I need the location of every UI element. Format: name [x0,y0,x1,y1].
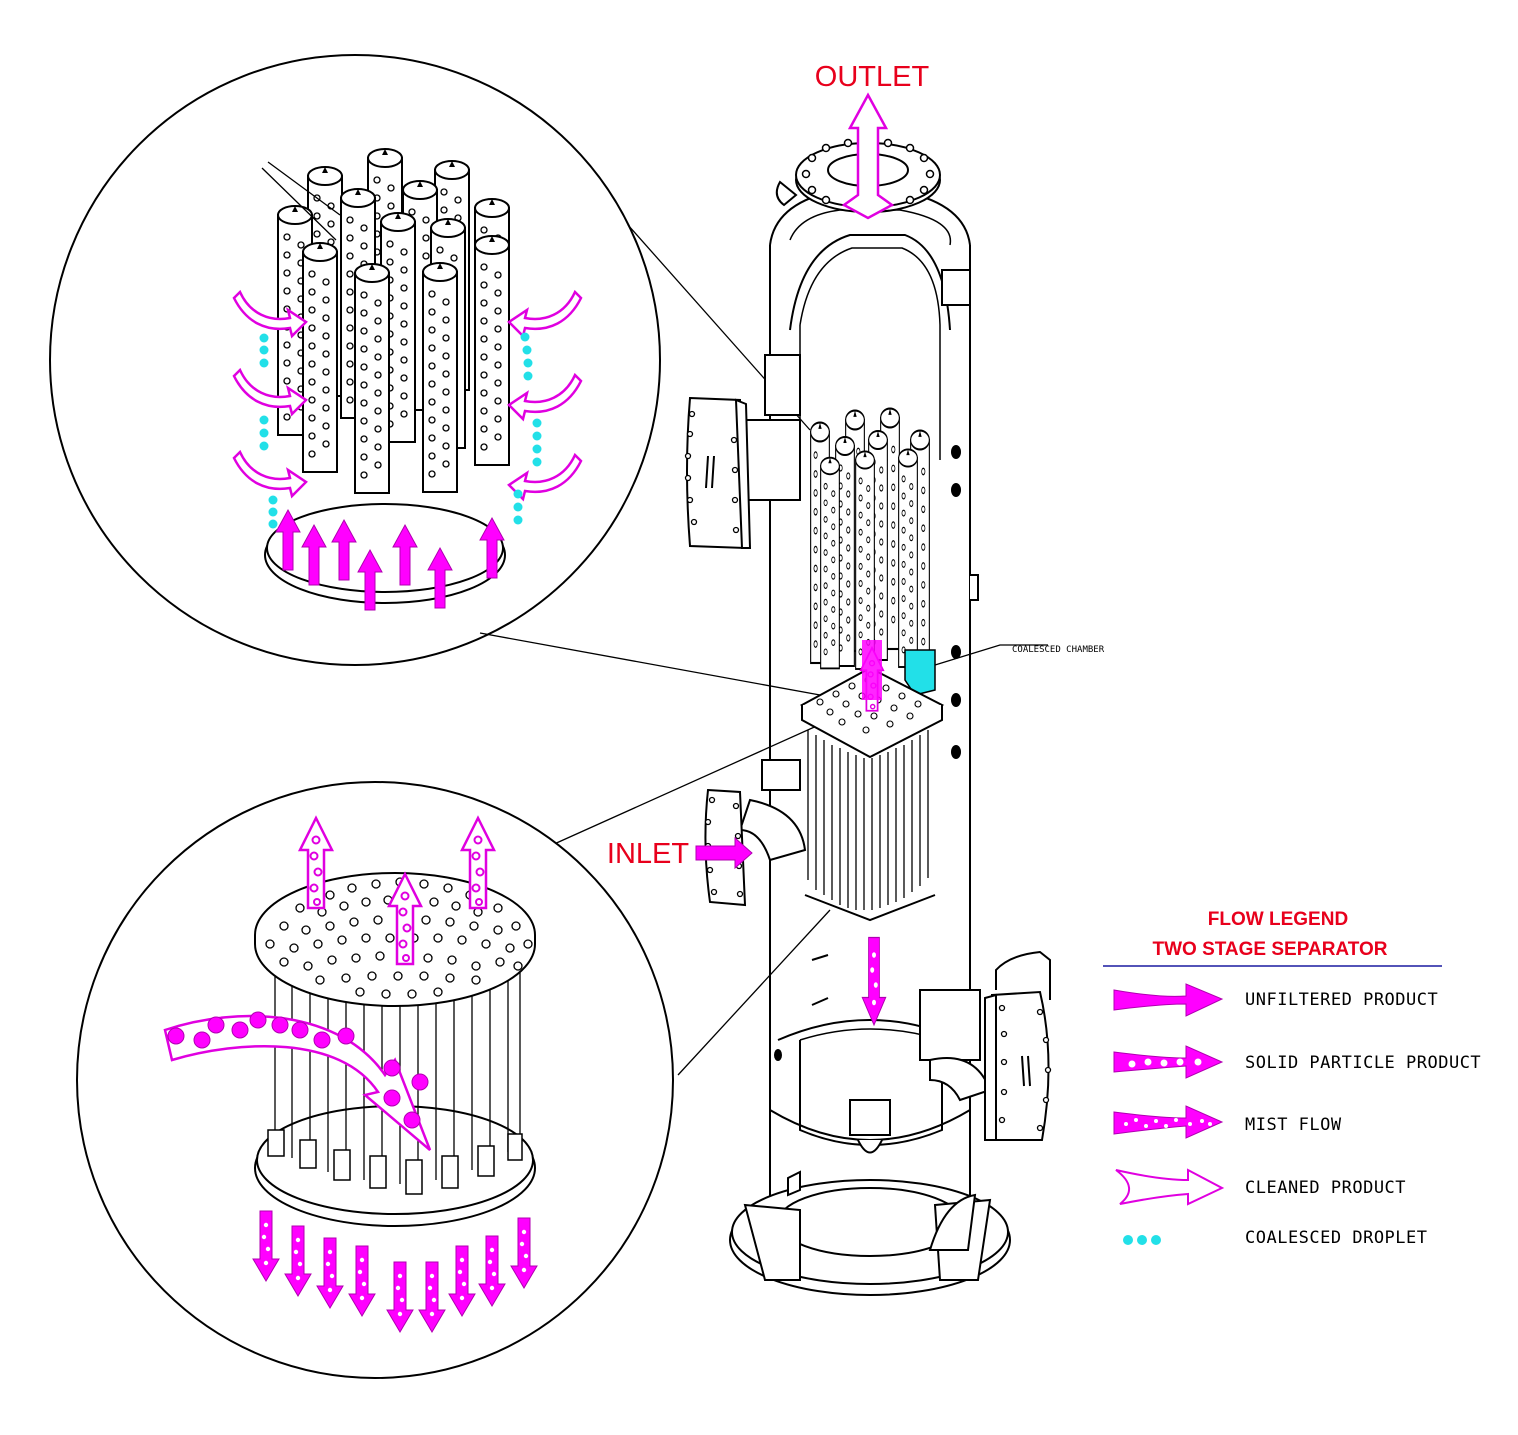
coalesced-chamber-fill [904,649,936,696]
coalesced-droplets-left [259,333,278,529]
leader-top-b [479,632,821,696]
legend-item-coalesced: COALESCED DROPLET [1245,1228,1428,1248]
filter-bundle-detail [49,54,661,666]
legend-item-solid-particle: SOLID PARTICLE PRODUCT [1245,1053,1481,1073]
legend-subtitle: TWO STAGE SEPARATOR [1152,939,1387,960]
legend-item-mist-flow: MIST FLOW [1245,1115,1342,1135]
mist-flow-arrow-icon [1113,1105,1224,1139]
separator-vessel [684,92,1052,1296]
coalesced-chamber-label: COALESCED CHAMBER [1012,645,1105,655]
inlet-label: INLET [607,838,689,870]
legend-item-cleaned: CLEANED PRODUCT [1245,1178,1406,1198]
leader-bottom-b [677,909,831,1076]
flow-legend: FLOW LEGEND TWO STAGE SEPARATOR UNFILTER… [1103,909,1481,1248]
coalesced-droplets-right [513,332,542,525]
outlet-arrow [841,92,895,220]
legend-item-unfiltered: UNFILTERED PRODUCT [1245,990,1438,1010]
unfiltered-arrow-icon [1113,983,1224,1017]
leader-bottom-a [551,719,831,846]
inlet-arrow [695,836,753,870]
solid-particle-arrow-icon [1113,1045,1224,1079]
legend-title: FLOW LEGEND [1208,909,1348,930]
cleaned-arrow-icon [1115,1168,1225,1206]
outlet-label: OUTLET [815,61,930,93]
coalesced-droplet-icon [1123,1235,1161,1245]
tube-sheet-detail [76,781,674,1379]
